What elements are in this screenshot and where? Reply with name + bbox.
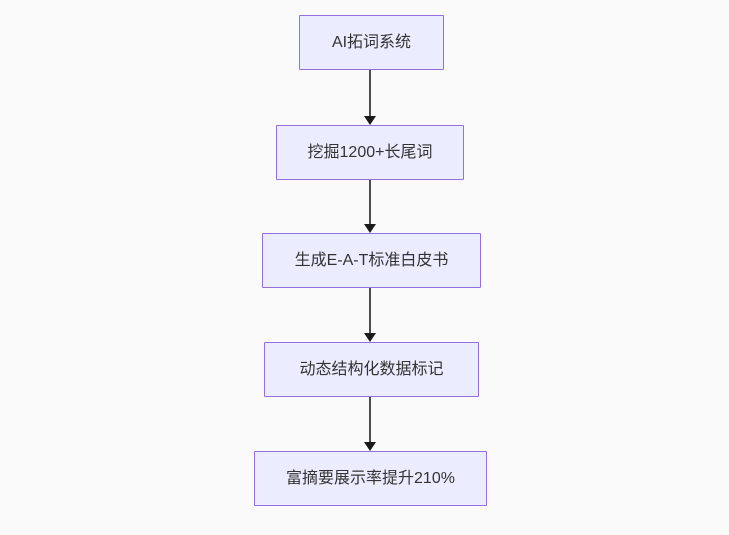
flow-node-label: 挖掘1200+长尾词 [307,143,433,161]
arrowhead-down-icon [364,116,376,125]
flow-arrow-2 [364,180,376,233]
arrow-shaft [369,288,371,333]
flow-node-label: 富摘要展示率提升210% [286,469,455,487]
flow-node-ai-word-expansion: AI拓词系统 [299,15,444,70]
arrow-shaft [369,397,371,442]
flow-node-label: AI拓词系统 [331,33,412,51]
flow-arrow-4 [364,397,376,451]
flow-arrow-3 [364,288,376,342]
arrowhead-down-icon [364,224,376,233]
flow-arrow-1 [364,70,376,125]
flow-node-structured-data-markup: 动态结构化数据标记 [264,342,479,397]
arrow-shaft [369,180,371,224]
flow-node-longtail-keyword-mining: 挖掘1200+长尾词 [276,125,464,180]
arrowhead-down-icon [364,442,376,451]
flow-node-label: 生成E-A-T标准白皮书 [294,251,449,269]
arrowhead-down-icon [364,333,376,342]
flow-node-eat-whitepaper: 生成E-A-T标准白皮书 [262,233,481,288]
flow-node-rich-snippet-uplift: 富摘要展示率提升210% [254,451,487,506]
flow-node-label: 动态结构化数据标记 [299,360,444,378]
arrow-shaft [369,70,371,116]
